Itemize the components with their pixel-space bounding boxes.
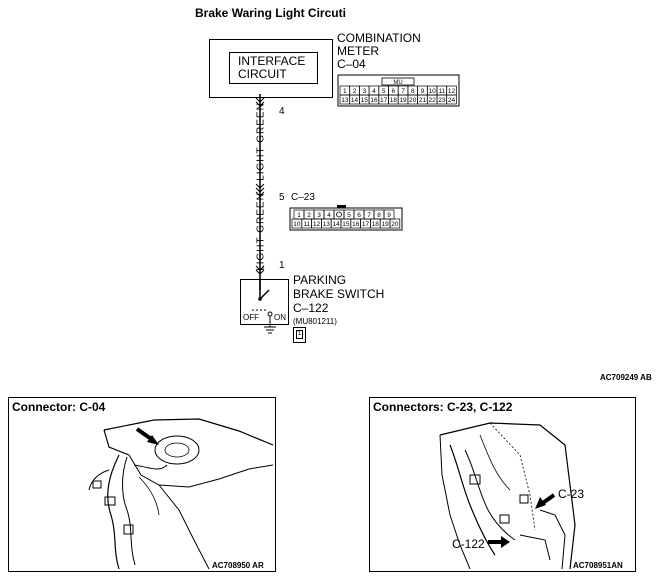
wire-harness — [255, 94, 265, 290]
pin-number: 11 — [303, 221, 310, 228]
switch-connector-label: C–122 — [293, 301, 329, 315]
meter-connector-label: C–04 — [337, 57, 366, 71]
interface-circuit-box — [229, 52, 318, 84]
pin-number: 14 — [332, 221, 340, 228]
pin-number: 1 — [343, 88, 347, 95]
parking-brake-switch-box — [240, 279, 289, 325]
pin-number: 3 — [362, 88, 366, 95]
pin-number: 5 — [382, 88, 386, 95]
pin-5-label: 5 — [279, 192, 285, 203]
pin-number: 23 — [438, 97, 446, 104]
pin-number: 6 — [357, 212, 361, 219]
pin-number: 2 — [353, 88, 357, 95]
switch-on-label: ON — [274, 313, 286, 322]
wire-color-label-top: LIGHT GREEN — [255, 102, 267, 181]
pin-number: 14 — [351, 97, 359, 104]
interface-circuit-label-1: INTERFACE — [238, 54, 306, 68]
pin-cell — [446, 94, 457, 105]
pin-number: 9 — [421, 88, 425, 95]
switch-off-label: OFF — [243, 313, 259, 322]
c04-marker: MU — [393, 80, 402, 86]
pin-number: 16 — [370, 97, 378, 104]
pin-number: 20 — [391, 221, 399, 228]
c23-connector-label: C–23 — [291, 192, 315, 203]
pin-number: 7 — [367, 212, 371, 219]
pin-number: 21 — [419, 97, 427, 104]
pin-number: 19 — [381, 221, 389, 228]
pin-number: 10 — [429, 88, 437, 95]
pin-number: 17 — [380, 97, 388, 104]
pin-1-label: 1 — [279, 260, 285, 271]
diagram-title: Brake Waring Light Circuti — [195, 6, 346, 20]
figure-code-left: AC708950 AR — [212, 561, 264, 570]
pin-number: 12 — [448, 88, 456, 95]
switch-label-2: BRAKE SWITCH — [293, 287, 385, 301]
pin-number: 24 — [448, 97, 456, 104]
pin-number: 20 — [409, 97, 417, 104]
pin-number: 17 — [362, 221, 370, 228]
combination-meter-label-2: METER — [337, 44, 379, 58]
figure-code-right: AC708951AN — [573, 561, 623, 570]
pin-number: 18 — [390, 97, 398, 104]
pin-number: 10 — [293, 221, 301, 228]
pin-number: 13 — [341, 97, 349, 104]
pin-number: 5 — [347, 212, 351, 219]
callout-c23: C-23 — [558, 487, 585, 501]
pin-number: 4 — [327, 212, 331, 219]
figure-code-main: AC709249 AB — [600, 373, 652, 382]
pin-number: 19 — [399, 97, 407, 104]
c122-pin-box — [293, 327, 306, 343]
pin-number: 4 — [372, 88, 376, 95]
pin-number: 1 — [297, 212, 301, 219]
pin-number: 7 — [401, 88, 405, 95]
combination-meter-box — [209, 39, 333, 98]
c04-location-drawing — [88, 418, 273, 569]
pin-number: 3 — [317, 212, 321, 219]
c122-pin-1: 1 — [296, 330, 303, 339]
pin-cell — [389, 218, 401, 229]
pin-number: 22 — [429, 97, 437, 104]
pin-number: 6 — [392, 88, 396, 95]
pin-4-label: 4 — [279, 106, 285, 117]
pin-number: 13 — [323, 221, 331, 228]
empty-pin — [336, 211, 342, 218]
switch-symbol — [252, 279, 276, 334]
pin-cell — [333, 209, 345, 220]
interface-circuit-label-2: CIRCUIT — [238, 67, 287, 81]
pin-number: 15 — [342, 221, 350, 228]
pin-number: 15 — [361, 97, 369, 104]
pin-number: 16 — [352, 221, 360, 228]
pin-number: 8 — [411, 88, 415, 95]
pin-number: 8 — [377, 212, 381, 219]
connectors-c23-c122-heading: Connectors: C-23, C-122 — [373, 400, 513, 414]
pin-number: 11 — [438, 88, 445, 95]
pin-number: 12 — [313, 221, 321, 228]
combination-meter-label-1: COMBINATION — [337, 31, 421, 45]
switch-label-1: PARKING — [293, 273, 347, 287]
pin-number: 2 — [307, 212, 311, 219]
c23-c122-location-drawing — [439, 422, 576, 569]
switch-part-number: (MU801211) — [293, 317, 337, 326]
connectors-c23-c122-panel — [369, 397, 636, 572]
callout-c122: C-122 — [452, 537, 485, 551]
connector-c04-heading: Connector: C-04 — [12, 400, 106, 414]
pin-number: 9 — [387, 212, 391, 219]
connector-c04-panel — [8, 397, 276, 572]
pin-number: 18 — [372, 221, 380, 228]
